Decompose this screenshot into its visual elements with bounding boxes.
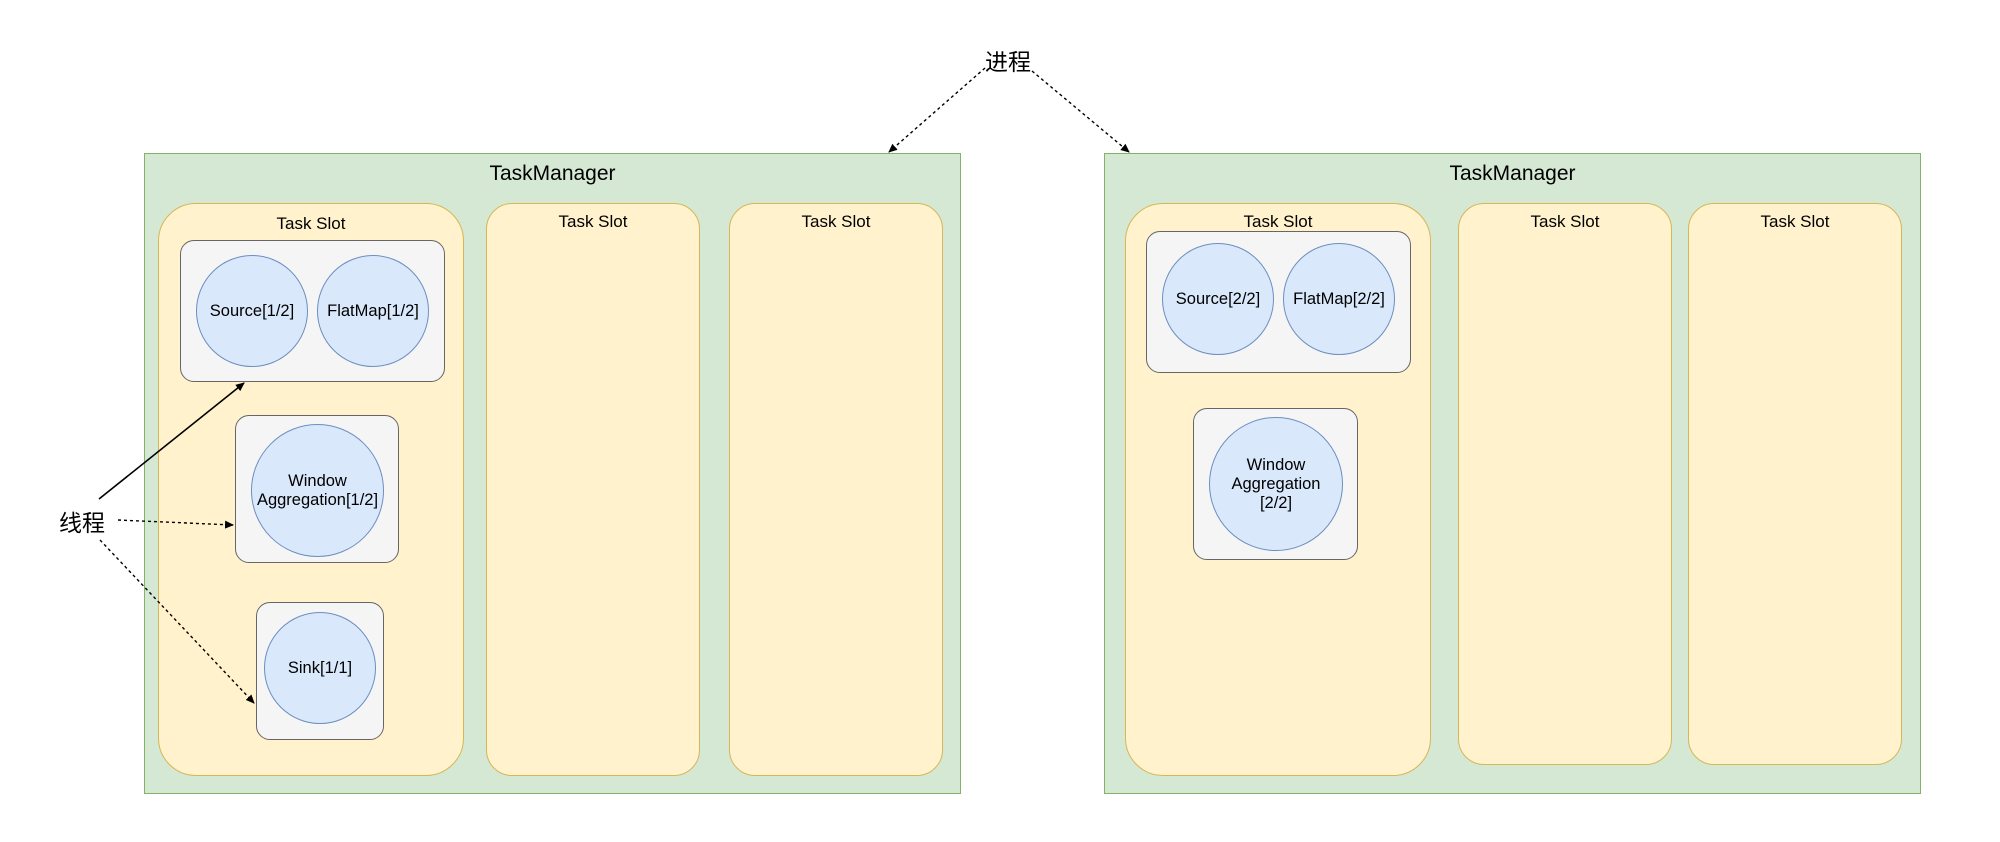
window-aggregation-operator-2: Window Aggregation [2/2] bbox=[1209, 417, 1343, 551]
task-slot-label: Task Slot bbox=[1243, 212, 1313, 231]
task-slot-label: Task Slot bbox=[276, 214, 346, 233]
source-operator-1: Source[1/2] bbox=[196, 255, 308, 367]
task-slot-1-3: Task Slot bbox=[729, 203, 943, 776]
thread-label: 线程 bbox=[59, 511, 105, 537]
process-arrow-right bbox=[1031, 70, 1130, 153]
thread-arrow-to-window bbox=[117, 519, 234, 529]
thread-arrow-to-chain bbox=[98, 382, 245, 500]
window-aggregation-operator-1: Window Aggregation[1/2] bbox=[251, 424, 384, 557]
task-slot-label: Task Slot bbox=[801, 212, 871, 231]
task-slot-1-2: Task Slot bbox=[486, 203, 700, 776]
sink-operator-1: Sink[1/1] bbox=[264, 612, 376, 724]
task-slot-label: Task Slot bbox=[1760, 212, 1830, 231]
task-manager-2-title: TaskManager bbox=[1449, 162, 1576, 185]
task-slot-2-2: Task Slot bbox=[1458, 203, 1672, 765]
task-slot-label: Task Slot bbox=[558, 212, 628, 231]
task-slot-2-3: Task Slot bbox=[1688, 203, 1902, 765]
task-manager-1-title: TaskManager bbox=[489, 162, 616, 185]
flatmap-operator-1: FlatMap[1/2] bbox=[317, 255, 429, 367]
thread-arrow-to-sink bbox=[99, 539, 255, 704]
source-operator-2: Source[2/2] bbox=[1162, 243, 1274, 355]
task-slot-label: Task Slot bbox=[1530, 212, 1600, 231]
flatmap-operator-2: FlatMap[2/2] bbox=[1283, 243, 1395, 355]
process-label: 进程 bbox=[985, 50, 1031, 76]
process-arrow-left bbox=[888, 67, 986, 153]
